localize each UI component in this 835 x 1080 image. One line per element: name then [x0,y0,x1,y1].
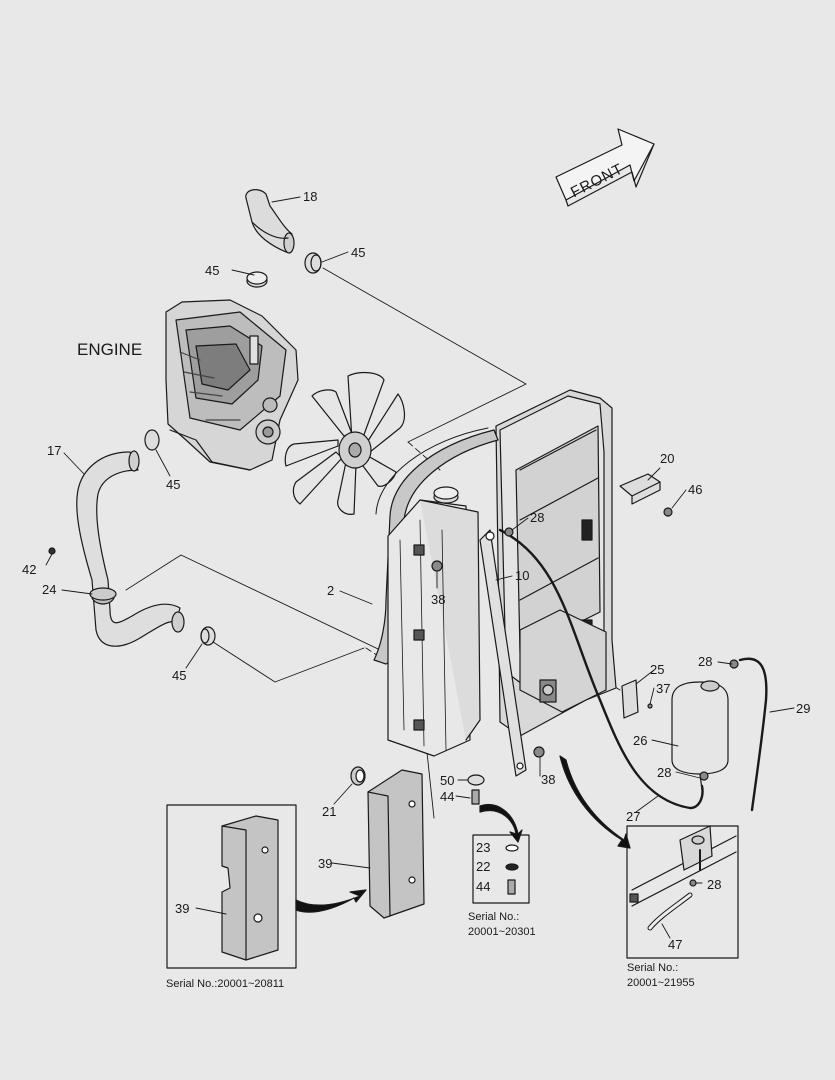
lower-clamps [48,429,216,646]
hardware [431,527,739,805]
callout-28: 28 [707,877,722,892]
callout-18: 18 [303,189,318,204]
callout-45: 45 [172,668,187,683]
callout-44: 44 [440,789,455,804]
callout-38: 38 [541,772,556,787]
lower-hose [76,450,185,647]
callout-39: 39 [175,901,190,916]
hose-clamp [246,252,322,288]
callout-47: 47 [668,937,683,952]
detail-box-middle [472,804,530,904]
serial-range-middle-label: Serial No.: [468,911,520,923]
callout-22: 22 [476,859,491,874]
detail-box-right [559,755,739,959]
serial-range-right-value: 20001~21955 [627,977,695,989]
callout-20: 20 [660,451,675,466]
callout-28: 28 [530,510,545,525]
callout-21: 21 [322,804,337,819]
callout-37: 37 [656,681,671,696]
overflow-tubes [498,528,768,812]
callout-24: 24 [42,582,57,597]
callout-46: 46 [688,482,703,497]
coolant-reserve-tank [671,680,729,791]
callout-45: 45 [166,477,181,492]
callout-leaders [45,196,795,939]
bracket-20 [619,473,673,517]
detail-box-left [166,804,367,969]
callout-2: 2 [327,583,335,598]
callout-45: 45 [351,245,366,260]
callout-39: 39 [318,856,333,871]
serial-range-right-label: Serial No.: [627,962,679,974]
callout-27: 27 [626,809,641,824]
callout-10: 10 [515,568,530,583]
callout-50: 50 [440,773,455,788]
callout-44: 44 [476,879,491,894]
upper-hose [245,189,295,254]
callout-25: 25 [650,662,665,677]
plate-39 [350,766,425,919]
serial-range-middle-value: 20001~20301 [468,926,536,938]
front-arrow [555,128,655,207]
callout-23: 23 [476,840,491,855]
callout-45: 45 [205,263,220,278]
cooling-fan [284,371,406,515]
callout-17: 17 [47,443,62,458]
callout-42: 42 [22,562,37,577]
callout-28: 28 [698,654,713,669]
callout-38: 38 [431,592,446,607]
callout-26: 26 [633,733,648,748]
engine-label: ENGINE [77,340,143,359]
serial-range-left: Serial No.:20001~20811 [166,978,285,990]
callout-28: 28 [657,765,672,780]
bracket-25 [621,679,639,719]
callout-29: 29 [796,701,811,716]
radiator-assembly [373,389,617,777]
engine-illustration [165,299,299,471]
